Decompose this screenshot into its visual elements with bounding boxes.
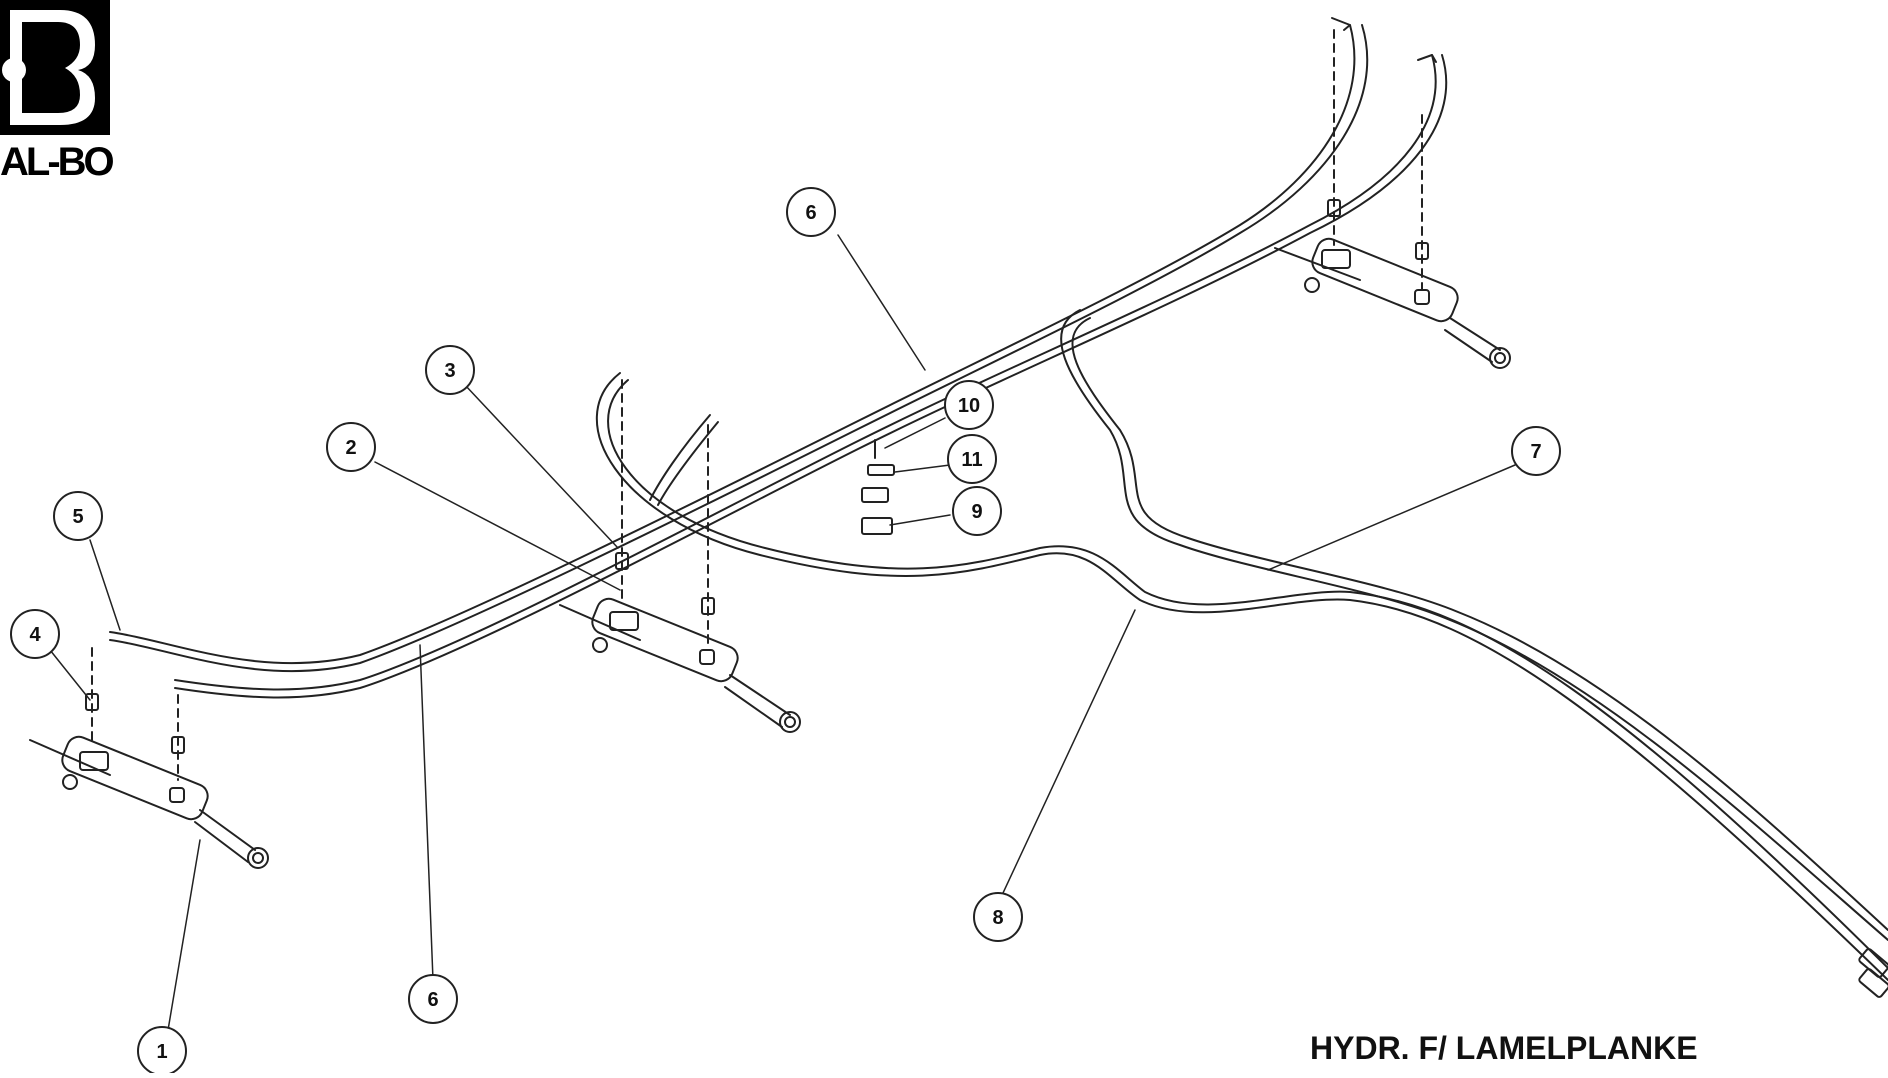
callout-label-11: 11 (961, 449, 982, 471)
callout-label-7: 7 (1530, 441, 1541, 463)
callout-6-lower (408, 974, 458, 1024)
callout-11 (947, 434, 997, 484)
callout-label-6-upper: 6 (805, 202, 816, 224)
hose-6-upper (109, 17, 1448, 699)
cylinder-middle (559, 597, 801, 733)
callout-label-2: 2 (345, 437, 356, 459)
callout-7 (1511, 426, 1561, 476)
callouts (10, 187, 1561, 1076)
brand-logo-text: AL-BO (0, 140, 115, 184)
callout-2 (326, 422, 376, 472)
leader-lines (49, 234, 1516, 1049)
callout-label-1: 1 (156, 1041, 167, 1063)
clamp-parts (861, 439, 895, 535)
callout-label-6-lower: 6 (427, 989, 438, 1011)
callout-label-9: 9 (971, 501, 982, 523)
brand-logo (0, 0, 110, 135)
hose-7 (1060, 309, 1888, 941)
hose-end-fittings (1858, 948, 1888, 998)
cylinder-left (29, 735, 269, 869)
cylinder-right (1274, 237, 1511, 369)
diagram-title: HYDR. F/ LAMELPLANKE (1310, 1030, 1698, 1066)
callout-6-upper (786, 187, 836, 237)
fitting-nuts (85, 199, 1429, 754)
callout-label-5: 5 (72, 506, 83, 528)
callout-3 (425, 345, 475, 395)
callout-9 (952, 486, 1002, 536)
callout-label-3: 3 (444, 360, 455, 382)
callout-8 (973, 892, 1023, 942)
callout-10 (944, 380, 994, 430)
callout-4 (10, 609, 60, 659)
fittings (91, 29, 1423, 781)
hose-8 (595, 372, 1888, 981)
callout-label-8: 8 (992, 907, 1003, 929)
callout-5 (53, 491, 103, 541)
callout-label-10: 10 (958, 395, 980, 417)
callout-label-4: 4 (29, 624, 41, 646)
callout-labels: 1 2 3 4 5 6 6 7 8 9 10 11 (29, 202, 1541, 1063)
